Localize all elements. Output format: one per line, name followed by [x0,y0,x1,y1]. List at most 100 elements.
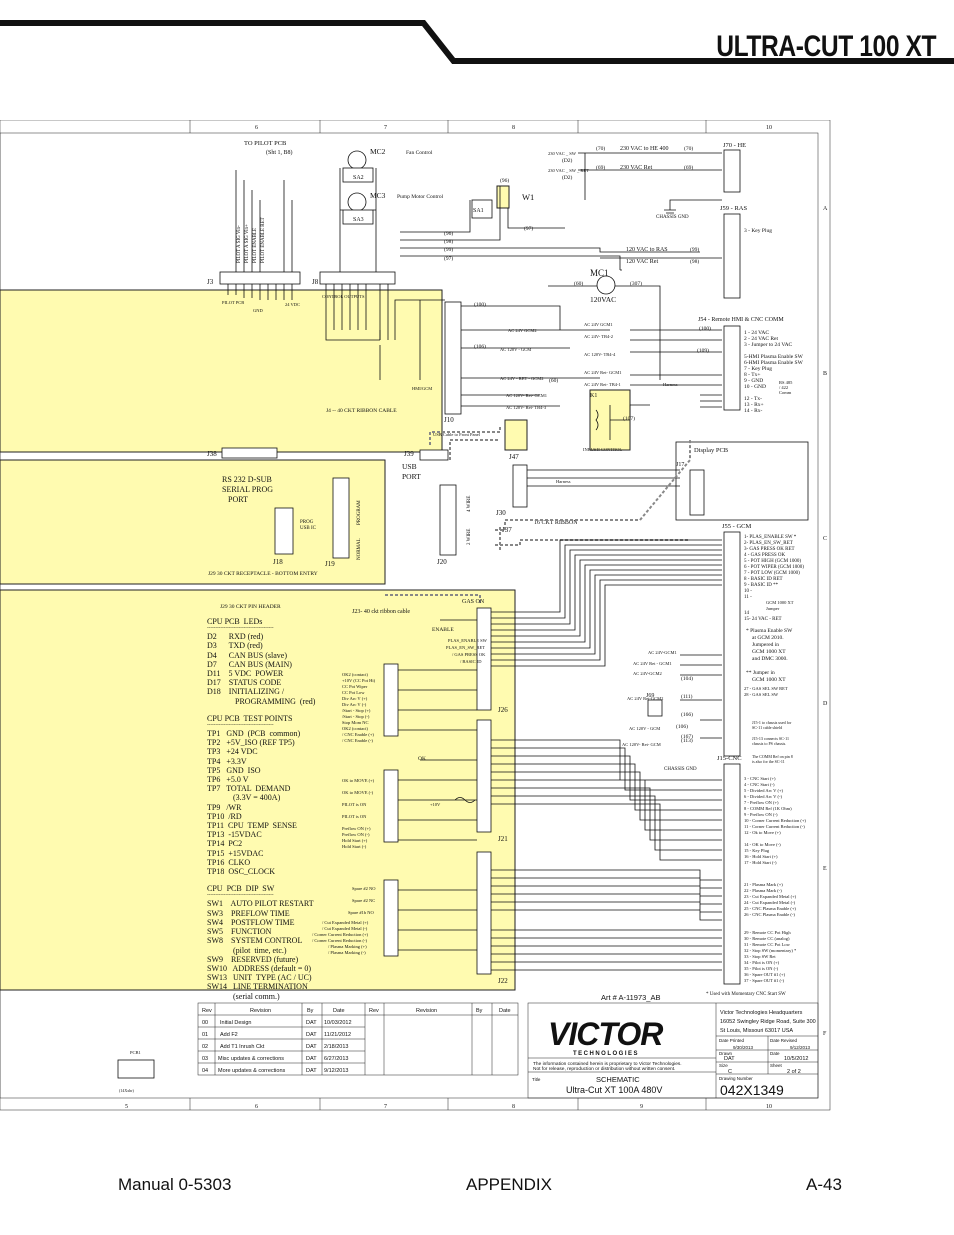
v230-ret-label: 230 VAC _ SW _ RET [548,168,589,173]
wire-60-b: (60) [549,377,558,384]
svg-text:Rev: Rev [202,1008,212,1014]
j20-connector [439,484,457,556]
svg-text:21 - Plasma Mark (+): 21 - Plasma Mark (+) [744,882,783,887]
sht-ref-label: (Sht 1, B8) [266,149,293,156]
svg-text:3- GAS PRESS OK RET: 3- GAS PRESS OK RET [744,547,795,552]
svg-text:Div Arc V (+): Div Arc V (+) [342,696,368,701]
wire-96-b: (96) [444,230,453,237]
svg-text:Jumpered in: Jumpered in [752,642,779,648]
sw5: SW5 FUNCTION [207,927,272,937]
wire-98-a: (98) [444,238,453,245]
schematic-sheet: 6 7 8 10 5 6 7 8 9 10 A B C D E F TO PIL… [0,120,831,1111]
mc3-label: MC3 [370,191,386,200]
svg-text:7 - Preflow ON (+): 7 - Preflow ON (+) [744,800,779,805]
svg-text:4 - GAS PRESS OK: 4 - GAS PRESS OK [744,553,786,558]
svg-text:6 - POT WIPER (GCM 1000): 6 - POT WIPER (GCM 1000) [744,565,804,570]
svg-text:Rev: Rev [369,1008,379,1014]
display-pcb-label: Display PCB [694,447,729,454]
tb2-label-list: OK to MOVE (+) OK to MOVE (-) PILOT is O… [342,778,375,849]
wire-104: (104) [681,675,693,682]
svg-text:Revision: Revision [250,1008,271,1014]
led-d3: D3 TXD (red) [207,641,263,651]
svg-text:5 - POT HIGH (GCM 1000): 5 - POT HIGH (GCM 1000) [744,559,801,564]
grid-col-bot-10: 10 [766,1104,772,1110]
j39-label: J39 [404,450,414,458]
drawn-date: 10/5/2012 [784,1056,808,1062]
j55-connector [723,531,741,757]
wire-60-a: (60) [574,280,583,287]
svg-text:3 - CNC Start (+): 3 - CNC Start (+) [744,776,776,781]
svg-text:7 - Key Plug: 7 - Key Plug [744,366,772,372]
rev-row-01: 01 Add F2 DAT 11/21/2012 [202,1032,351,1038]
grid-col-top-8: 8 [512,125,515,131]
title-2: Ultra-Cut XT 100A 480V [566,1085,662,1095]
grid-col-bot-5: 5 [125,1104,128,1110]
page-title: ULTRA-CUT 100 XT [716,30,936,63]
cpu-pcb-upper [0,459,386,585]
svg-text:J15-1 to chassis used for: J15-1 to chassis used for [752,720,792,725]
j30-connector [512,464,528,508]
j21-connector [476,719,492,833]
v230-sw-label: 230 VAC _ SW [548,151,577,156]
svg-text:14: 14 [744,611,750,616]
header-banner [0,20,954,66]
svg-text:Add F2: Add F2 [220,1032,238,1038]
j26-sig-3: / GAS PRESS OK [452,652,486,657]
svg-text:DAT: DAT [306,1068,317,1074]
svg-text:SC-11 cable shield: SC-11 cable shield [752,725,782,730]
grid-col-top-10: 10 [766,125,772,131]
svg-text:7 - POT LOW (GCM 1000): 7 - POT LOW (GCM 1000) [744,571,800,576]
led-d11: D11 5 VDC POWER [207,669,284,679]
svg-text:3 - Jumper to 24 VAC: 3 - Jumper to 24 VAC [744,342,793,348]
tp18: TP18 OSC_CLOCK [207,867,276,877]
ac24-ret-gcm1-b: AC 24V Ret - GCM1 [633,661,672,666]
relay-pcb-board [0,289,443,453]
grid-row-e: E [823,866,827,872]
tb2-block [383,769,399,843]
svg-text:35 - Pilot is ON (-): 35 - Pilot is ON (-) [744,966,779,971]
pilot-sig-1: PILOT A SIG Vin- [237,225,242,263]
svg-text:OK to MOVE (-): OK to MOVE (-) [342,790,374,795]
tp16: TP16 CLKO [207,857,251,867]
j19-label: J19 [325,560,335,568]
svg-text:PILOT is ON: PILOT is ON [342,814,367,819]
svg-text:Preflow ON (-): Preflow ON (-) [342,832,370,837]
footer-section: APPENDIX [466,1175,552,1194]
svg-text:9 - Preflow ON (-): 9 - Preflow ON (-) [744,812,778,817]
svg-text:/Start - Stop (+): /Start - Stop (+) [342,708,371,713]
svg-text:12 - Tx-: 12 - Tx- [744,396,762,402]
svg-text:10/03/2012: 10/03/2012 [324,1020,352,1026]
proprietary-2: Not for release, reproduction or distrib… [533,1066,675,1072]
tb3-label-list: Spare #2 NO Spare #2 NC Spare #1b NO / C… [312,886,376,955]
pump-motor-label: Pump Motor Control [397,194,444,200]
svg-text:9/12/2013: 9/12/2013 [324,1068,348,1074]
v120-ret-label: 120 VAC Ret [626,259,658,265]
revision-table: Rev Revision By Date Rev Revision By Dat… [197,1002,519,1076]
drawing-number: 042X1349 [720,1082,784,1098]
cpu-pcb-lower [0,589,516,991]
harness2-label: Harness [556,479,571,484]
tp6: TP6 +5.0 V [207,775,249,785]
tp7: TP7 TOTAL DEMAND [207,784,291,794]
pilot-sig-4: PILOT ENABLE RET [261,217,266,263]
key-plug-label: 3 - Key Plug [744,228,772,234]
svg-text:/ CNC Enable (-): / CNC Enable (-) [342,738,373,743]
svg-text:1- PLAS_ENABLE SW *: 1- PLAS_ENABLE SW * [744,535,797,540]
wire-98-b: (98) [690,258,699,265]
svg-text:DAT: DAT [306,1044,317,1050]
svg-text:29 - Remote CC Pot High: 29 - Remote CC Pot High [744,930,791,935]
hq-addr-1: 16052 Swingley Ridge Road, Suite 300 [720,1019,816,1025]
j54-label: J54 - Remote HMI & CNC COMM [698,317,784,323]
ac120-ret-gcm1: AC 120V- Ret- GCM1 [506,393,547,398]
drawn-by: DAT [724,1056,735,1062]
mc2-coil [347,150,367,170]
inrush-label: INRUSH CONTROL [583,447,622,452]
pilot-sig-3: PILOT ENABLE [253,228,258,263]
tp11: TP11 CPU TEMP SENSE [207,821,297,831]
svg-text:/ Plasma Marking (-): / Plasma Marking (-) [328,950,366,955]
ac24-ret-gcm2: AC 24V - RET - GCM2 [500,376,543,381]
svg-text:30 - Remote CC (analog): 30 - Remote CC (analog) [744,936,790,941]
title-1: SCHEMATIC [596,1075,640,1084]
program-label: PROGRAM [357,500,362,525]
sheet-size: C [728,1069,732,1075]
